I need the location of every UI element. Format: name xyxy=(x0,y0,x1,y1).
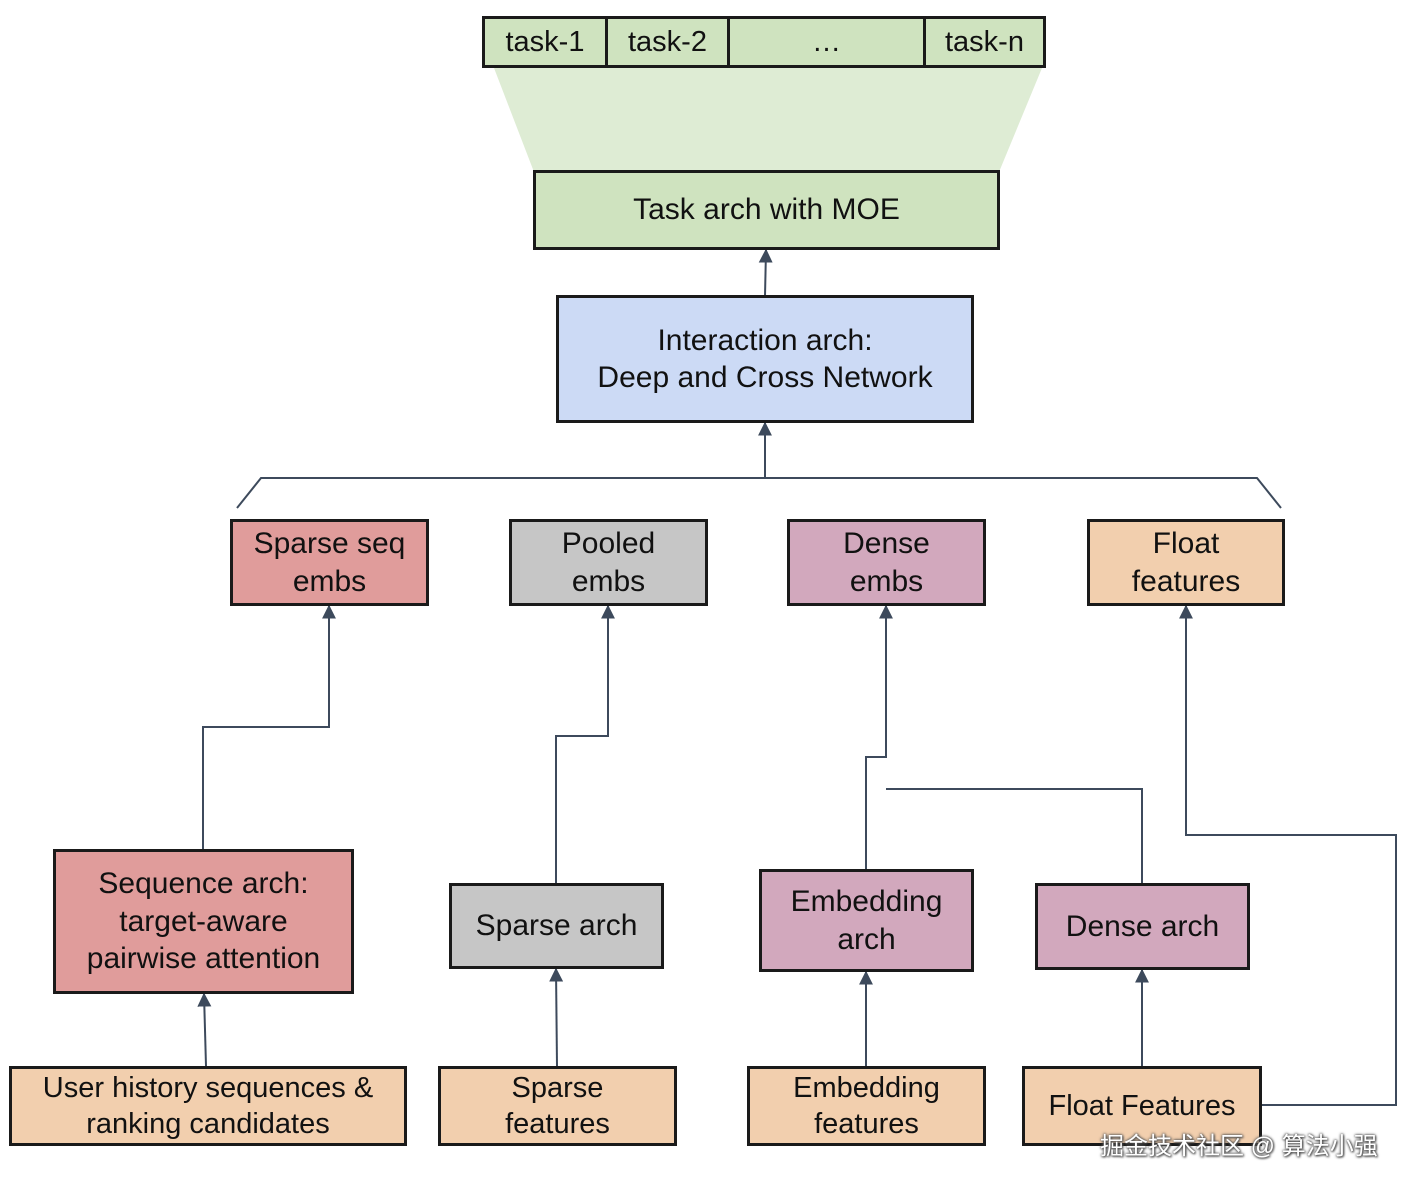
task-box-ellipsis: … xyxy=(727,16,926,68)
watermark: 掘金技术社区 @ 算法小强 xyxy=(1100,1133,1378,1160)
arrow-sparse-to-pooled xyxy=(555,604,615,883)
float-features-input-box: Float Features xyxy=(1022,1066,1262,1146)
embedding-arch-box: Embedding arch xyxy=(759,869,974,972)
arrow-float-to-floatout xyxy=(1179,604,1397,1106)
task-box-n: task-n xyxy=(923,16,1046,68)
embedding-features-input-box: Embedding features xyxy=(747,1066,986,1146)
interaction-arch-box: Interaction arch: Deep and Cross Network xyxy=(556,295,974,423)
arrow-sparsefeat-to-sparsearch xyxy=(549,967,564,1067)
arrow-sequence-to-sparseseq xyxy=(202,604,336,849)
sparse-features-input-box: Sparse features xyxy=(438,1066,677,1146)
task-fan xyxy=(494,68,1042,172)
task-box-2: task-2 xyxy=(605,16,730,68)
task-arch-box: Task arch with MOE xyxy=(533,170,1000,250)
line-densearch-to-dense xyxy=(886,788,1143,884)
task-box-1: task-1 xyxy=(482,16,608,68)
arrow-embedding-to-dense xyxy=(865,604,893,870)
user-history-input-box: User history sequences & ranking candida… xyxy=(9,1066,407,1146)
sequence-arch-box: Sequence arch: target-aware pairwise att… xyxy=(53,849,354,994)
merge-bracket xyxy=(236,477,1282,509)
float-features-out-box: Float features xyxy=(1087,519,1285,606)
sparse-arch-box: Sparse arch xyxy=(449,883,664,969)
sparse-seq-embs-box: Sparse seq embs xyxy=(230,519,429,606)
pooled-embs-box: Pooled embs xyxy=(509,519,708,606)
dense-arch-box: Dense arch xyxy=(1035,883,1250,970)
arrow-userhistory-to-sequence xyxy=(197,992,212,1067)
arrow-interaction-to-task xyxy=(758,248,773,297)
dense-embs-box: Dense embs xyxy=(787,519,986,606)
